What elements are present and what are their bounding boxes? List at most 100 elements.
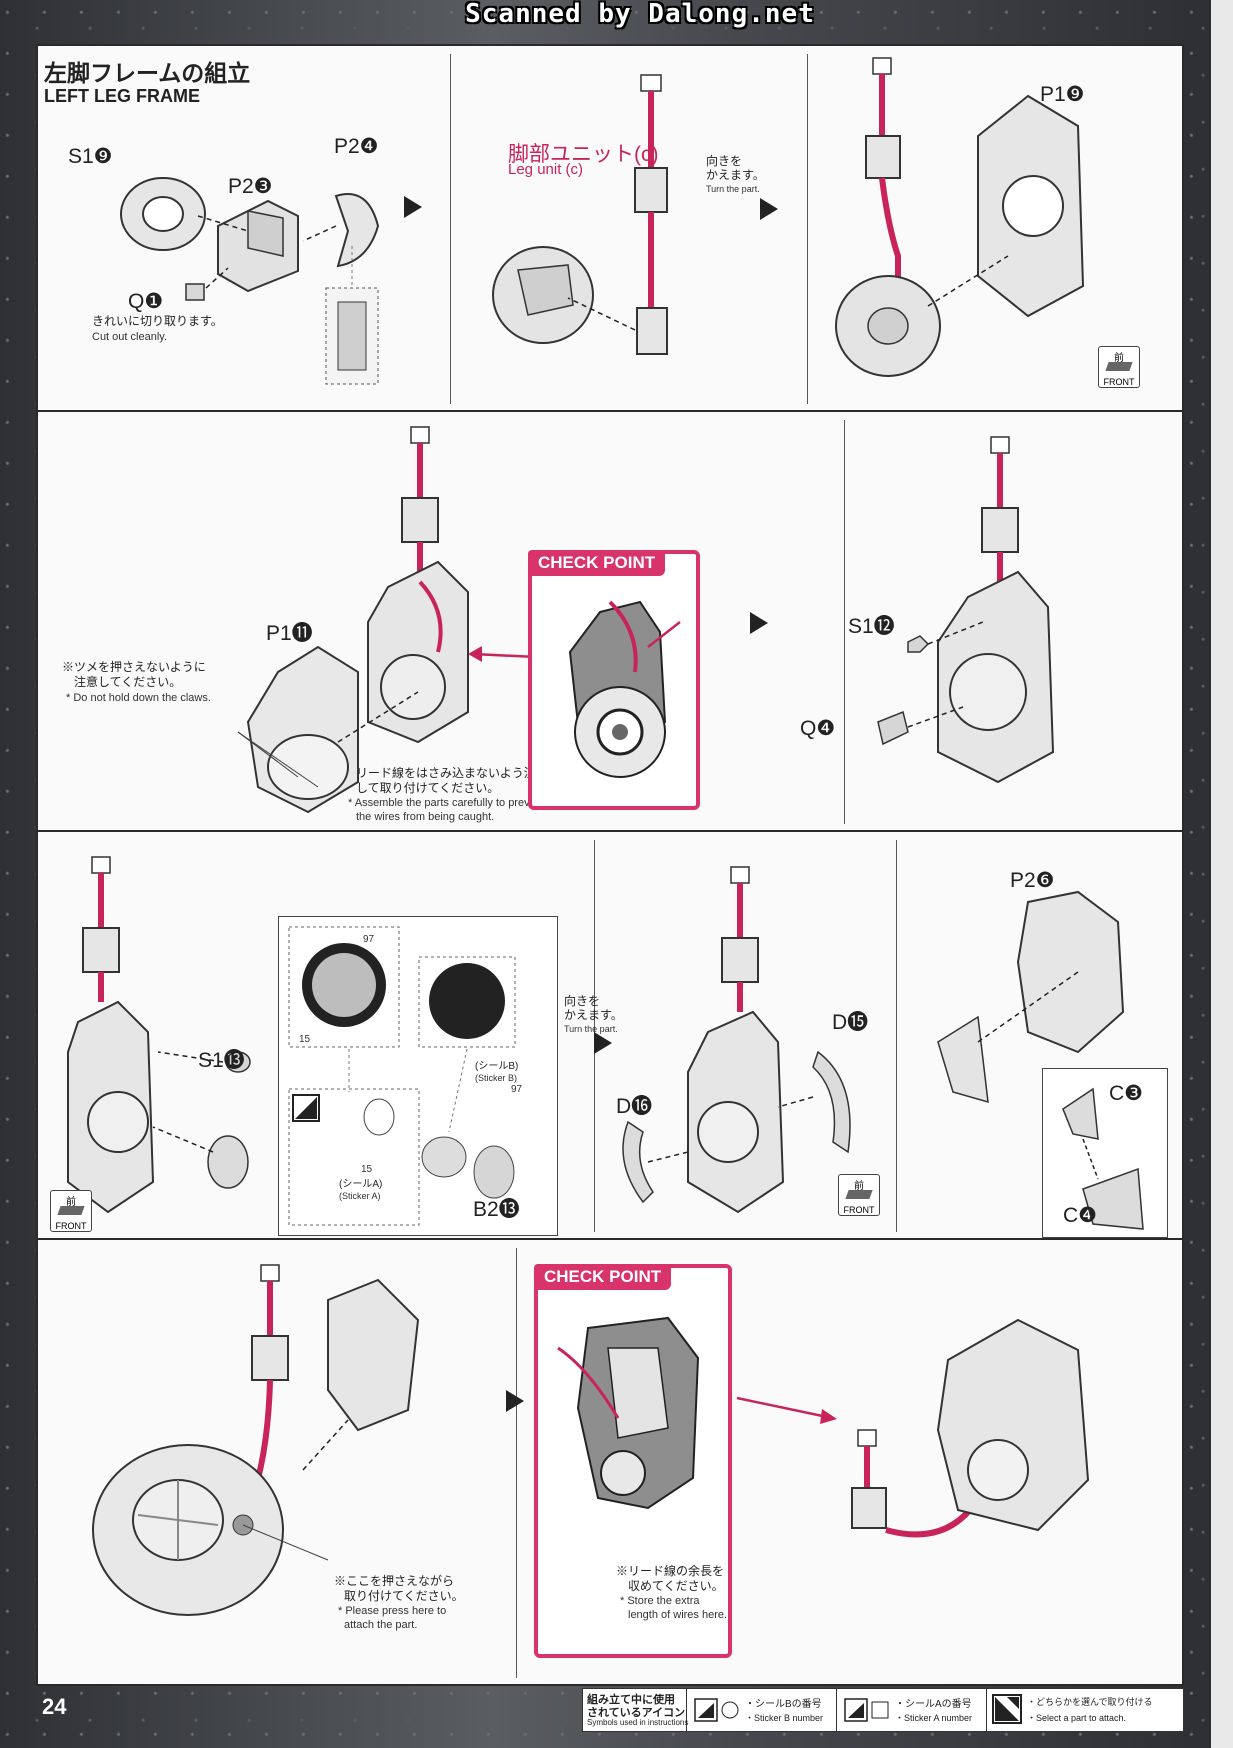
legend-sticker-b: ・シールBの番号 ・Sticker B number — [687, 1689, 837, 1731]
turn-note-en: Turn the part. — [706, 184, 760, 194]
wire-note-en-2: the wires from being caught. — [356, 811, 495, 823]
claw-note-jp-2: 注意してください。 — [74, 675, 182, 689]
part-label-p2-3: P2❸ — [228, 175, 273, 198]
turn-note-jp-1: 向きを — [706, 154, 743, 168]
part-label-p2-4: P2❹ — [334, 135, 379, 158]
turn-note-jp-2: かえます。 — [564, 1008, 623, 1022]
section-title-en: LEFT LEG FRAME — [44, 86, 200, 106]
store-note-jp-1: ※リード線の余長を — [616, 1564, 725, 1578]
legend-a-en: ・Sticker A number — [895, 1713, 973, 1723]
legend-select-en: ・Select a part to attach. — [1027, 1713, 1127, 1723]
press-note-jp-1: ※ここを押さえながら — [334, 1574, 455, 1588]
legend-title-jp-1: 組み立て中に使用 — [587, 1694, 675, 1706]
check-point-tab: CHECK POINT — [528, 550, 666, 576]
step-9-illustration — [92, 1264, 420, 1616]
divider — [807, 54, 808, 404]
legend-title-jp-2: されているアイコン — [587, 1707, 686, 1719]
part-label-d15: D⓯ — [832, 1011, 869, 1034]
leg-unit-label-en: Leg unit (c) — [508, 161, 584, 178]
step-1-illustration — [120, 177, 380, 385]
sticker-number-15: 15 — [299, 1034, 311, 1045]
part-label-p1-9: P1❾ — [1040, 83, 1085, 106]
legend-a-jp: ・シールAの番号 — [895, 1699, 972, 1710]
step-arrow — [760, 198, 778, 220]
sticker-number-97: 97 — [363, 934, 375, 945]
c-parts-sub-panel: C❸ C❹ — [1042, 1068, 1168, 1238]
row-1-panel: 左脚フレームの組立 LEFT LEG FRAME S1❾ P2❹ P2❸ Q❶ … — [36, 44, 1184, 412]
check-point-1-illustration — [568, 600, 681, 778]
sticker-sub-panel: 97 15 (シールB) (Sticker B) 97 15 (シールA) (S… — [278, 916, 558, 1236]
step-6-assembly — [67, 856, 251, 1214]
claw-note-jp-1: ※ツメを押さえないように — [62, 660, 206, 674]
step-2-illustration — [492, 74, 668, 355]
turn-note-jp-1: 向きを — [564, 994, 601, 1008]
check-point-tab: CHECK POINT — [534, 1264, 672, 1290]
sticker-number-97: 97 — [511, 1084, 523, 1095]
turn-note-jp-2: かえます。 — [706, 168, 765, 182]
press-note-jp-2: 取り付けてください。 — [344, 1589, 464, 1603]
part-label-q4: Q❹ — [800, 717, 836, 740]
legend-sticker-a: ・シールAの番号 ・Sticker A number — [837, 1689, 987, 1731]
cut-note-jp: きれいに切り取ります。 — [92, 314, 223, 328]
select-part-icon — [992, 1694, 1022, 1724]
sticker-a-icon — [844, 1698, 889, 1722]
part-label-d16: D⓰ — [616, 1095, 653, 1118]
turn-note-en: Turn the part. — [564, 1024, 618, 1034]
divider — [516, 1248, 517, 1678]
scan-watermark: Scanned by Dalong.net — [465, 0, 815, 29]
sticker-b-icon — [694, 1698, 739, 1722]
part-label-p1-11: P1⓫ — [266, 622, 313, 645]
step-arrow — [506, 1390, 524, 1412]
step-5-illustration — [877, 436, 1055, 784]
claw-note-en: * Do not hold down the claws. — [66, 692, 211, 704]
step-8-illustration — [937, 890, 1125, 1104]
step-9-result-illustration — [851, 1318, 1090, 1538]
step-arrow — [404, 196, 422, 218]
wire-note-jp-2: して取り付けてください。 — [356, 781, 500, 795]
legend-title-cell: 組み立て中に使用 されているアイコン Symbols used in instr… — [583, 1689, 689, 1731]
check-point-arrow — [736, 1396, 837, 1424]
sticker-a-label-en: (Sticker A) — [339, 1191, 381, 1201]
sticker-b-label-en: (Sticker B) — [475, 1073, 518, 1083]
divider — [450, 54, 451, 404]
wire-note-jp-1: ※リード線をはさみ込まないよう注意 — [344, 766, 548, 780]
check-point-box-2: CHECK POINT ※リード線の余長を 収めてください。 * Store t… — [534, 1264, 732, 1658]
step-4-illustration — [237, 426, 599, 814]
legend-select-part: ・どちらかを選んで取り付ける ・Select a part to attach. — [987, 1689, 1183, 1731]
part-label-q1: Q❶ — [128, 290, 164, 313]
legend-b-en: ・Sticker B number — [745, 1713, 824, 1723]
row-2-panel: P1⓫ ※ツメを押さえないように 注意してください。 * Do not hold… — [36, 410, 1184, 832]
check-point-2-illustration — [557, 1316, 700, 1510]
part-label-c4: C❹ — [1063, 1204, 1097, 1227]
step-7-illustration — [622, 866, 851, 1214]
divider — [896, 840, 897, 1232]
icon-legend: 組み立て中に使用 されているアイコン Symbols used in instr… — [582, 1688, 1184, 1732]
store-note-en-1: * Store the extra — [620, 1595, 700, 1607]
divider — [844, 420, 845, 824]
part-label-s1-12: S1⓬ — [848, 615, 895, 638]
page-edge — [1211, 0, 1233, 1748]
wire-note-en-1: * Assemble the parts carefully to preven… — [348, 797, 545, 809]
step-3-illustration — [835, 57, 1085, 377]
part-label-p2-6: P2❻ — [1010, 869, 1055, 892]
leg-unit-label-jp: 脚部ユニット(c) — [508, 143, 659, 166]
sticker-a-label-jp: (シールA) — [339, 1179, 383, 1190]
legend-select-jp: ・どちらかを選んで取り付ける — [1027, 1697, 1153, 1707]
part-label-s1-13: S1⓭ — [198, 1049, 245, 1072]
check-point-box-1: CHECK POINT — [528, 550, 700, 810]
row-4-panel: ※ここを押さえながら 取り付けてください。 * Please press her… — [36, 1238, 1184, 1686]
legend-b-jp: ・シールBの番号 — [745, 1699, 822, 1710]
sticker-number-15: 15 — [361, 1164, 373, 1175]
press-note-en-2: attach the part. — [344, 1619, 418, 1631]
store-note-en-2: length of wires here. — [628, 1609, 728, 1621]
sticker-illustration — [288, 926, 516, 1226]
press-note-en-1: * Please press here to — [338, 1605, 447, 1617]
part-label-b2-13: B2⓭ — [473, 1198, 520, 1221]
part-label-c3: C❸ — [1109, 1082, 1143, 1105]
manual-page: 左脚フレームの組立 LEFT LEG FRAME S1❾ P2❹ P2❸ Q❶ … — [36, 44, 1184, 1686]
cut-note-en: Cut out cleanly. — [92, 331, 168, 343]
sticker-b-label-jp: (シールB) — [475, 1061, 519, 1072]
legend-title-en: Symbols used in instructions — [587, 1718, 689, 1727]
